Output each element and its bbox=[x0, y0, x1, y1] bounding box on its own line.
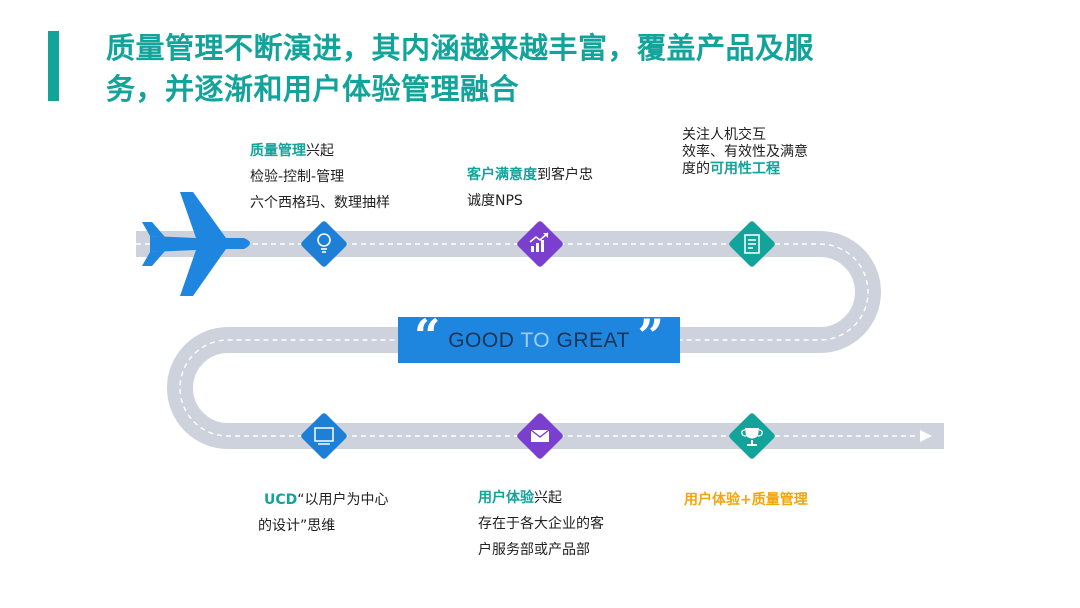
milestone-usability-text: 关注人机交互 效率、有效性及满意 度的可用性工程 bbox=[682, 127, 808, 178]
banner-open-quote: “ bbox=[414, 309, 441, 363]
monitor-icon bbox=[314, 427, 334, 445]
good-to-great-banner: “ GOOD TO GREAT ” bbox=[398, 313, 680, 363]
ucd-rest: “以用户为中心 bbox=[297, 492, 389, 508]
milestone-usability-marker[interactable] bbox=[728, 220, 776, 268]
document-icon bbox=[744, 234, 760, 254]
airplane-icon bbox=[142, 192, 250, 296]
banner-close-quote: ” bbox=[637, 309, 664, 363]
milestone-satisfaction-marker[interactable] bbox=[516, 220, 564, 268]
envelope-icon bbox=[530, 429, 550, 442]
quality-line-2: 检验-控制-管理 bbox=[250, 169, 345, 185]
banner-word-good: GOOD bbox=[448, 329, 515, 352]
milestone-quality-marker[interactable] bbox=[300, 220, 348, 268]
quality-highlight: 质量管理 bbox=[250, 143, 306, 159]
road-center-line bbox=[136, 243, 918, 437]
milestone-quality-text: 质量管理兴起 检验-控制-管理 六个西格玛、数理抽样 bbox=[250, 138, 390, 216]
milestone-satisfaction-text: 客户满意度到客户忠 诚度NPS bbox=[467, 162, 593, 214]
ucd-line-2: 的设计”思维 bbox=[258, 518, 336, 534]
ux-quality-highlight: 用户体验+质量管理 bbox=[684, 492, 808, 508]
banner-word-to: TO bbox=[520, 329, 551, 352]
banner-word-great: GREAT bbox=[556, 329, 630, 352]
usability-line-2: 效率、有效性及满意 bbox=[682, 144, 808, 160]
milestone-ux-quality-text: 用户体验+质量管理 bbox=[684, 487, 808, 513]
milestone-ucd-text: UCD“以用户为中心 的设计”思维 bbox=[258, 487, 389, 539]
milestone-ux-quality-marker[interactable] bbox=[728, 412, 776, 460]
lightbulb-icon bbox=[317, 233, 331, 253]
chart-icon bbox=[529, 232, 549, 252]
ux-rest: 兴起 bbox=[534, 490, 562, 506]
usability-line-1: 关注人机交互 bbox=[682, 127, 766, 143]
milestone-ucd-marker[interactable] bbox=[300, 412, 348, 460]
ucd-highlight: UCD bbox=[264, 492, 298, 508]
milestone-ux-text: 用户体验兴起 存在于各大企业的客 户服务部或产品部 bbox=[478, 485, 604, 563]
milestone-ux-marker[interactable] bbox=[516, 412, 564, 460]
quality-rest: 兴起 bbox=[306, 143, 334, 159]
title-accent-bar bbox=[48, 31, 59, 101]
satisfaction-rest: 到客户忠 bbox=[537, 167, 593, 183]
usability-highlight: 可用性工程 bbox=[710, 161, 780, 177]
satisfaction-line-2: 诚度NPS bbox=[467, 193, 523, 209]
ux-line-2: 存在于各大企业的客 bbox=[478, 516, 604, 532]
satisfaction-highlight: 客户满意度 bbox=[467, 167, 537, 183]
usability-line-3-pre: 度的 bbox=[682, 161, 710, 177]
banner-text: GOOD TO GREAT bbox=[398, 317, 680, 363]
trophy-icon bbox=[741, 428, 763, 446]
road-end-arrow-icon bbox=[920, 430, 932, 442]
title-line-1: 质量管理不断演进，其内涵越来越丰富，覆盖产品及服 bbox=[106, 31, 815, 65]
quality-line-3: 六个西格玛、数理抽样 bbox=[250, 195, 390, 211]
page-title: 质量管理不断演进，其内涵越来越丰富，覆盖产品及服 务，并逐渐和用户体验管理融合 bbox=[106, 28, 906, 110]
ux-highlight: 用户体验 bbox=[478, 490, 534, 506]
title-line-2: 务，并逐渐和用户体验管理融合 bbox=[106, 72, 520, 106]
ux-line-3: 户服务部或产品部 bbox=[478, 542, 590, 558]
